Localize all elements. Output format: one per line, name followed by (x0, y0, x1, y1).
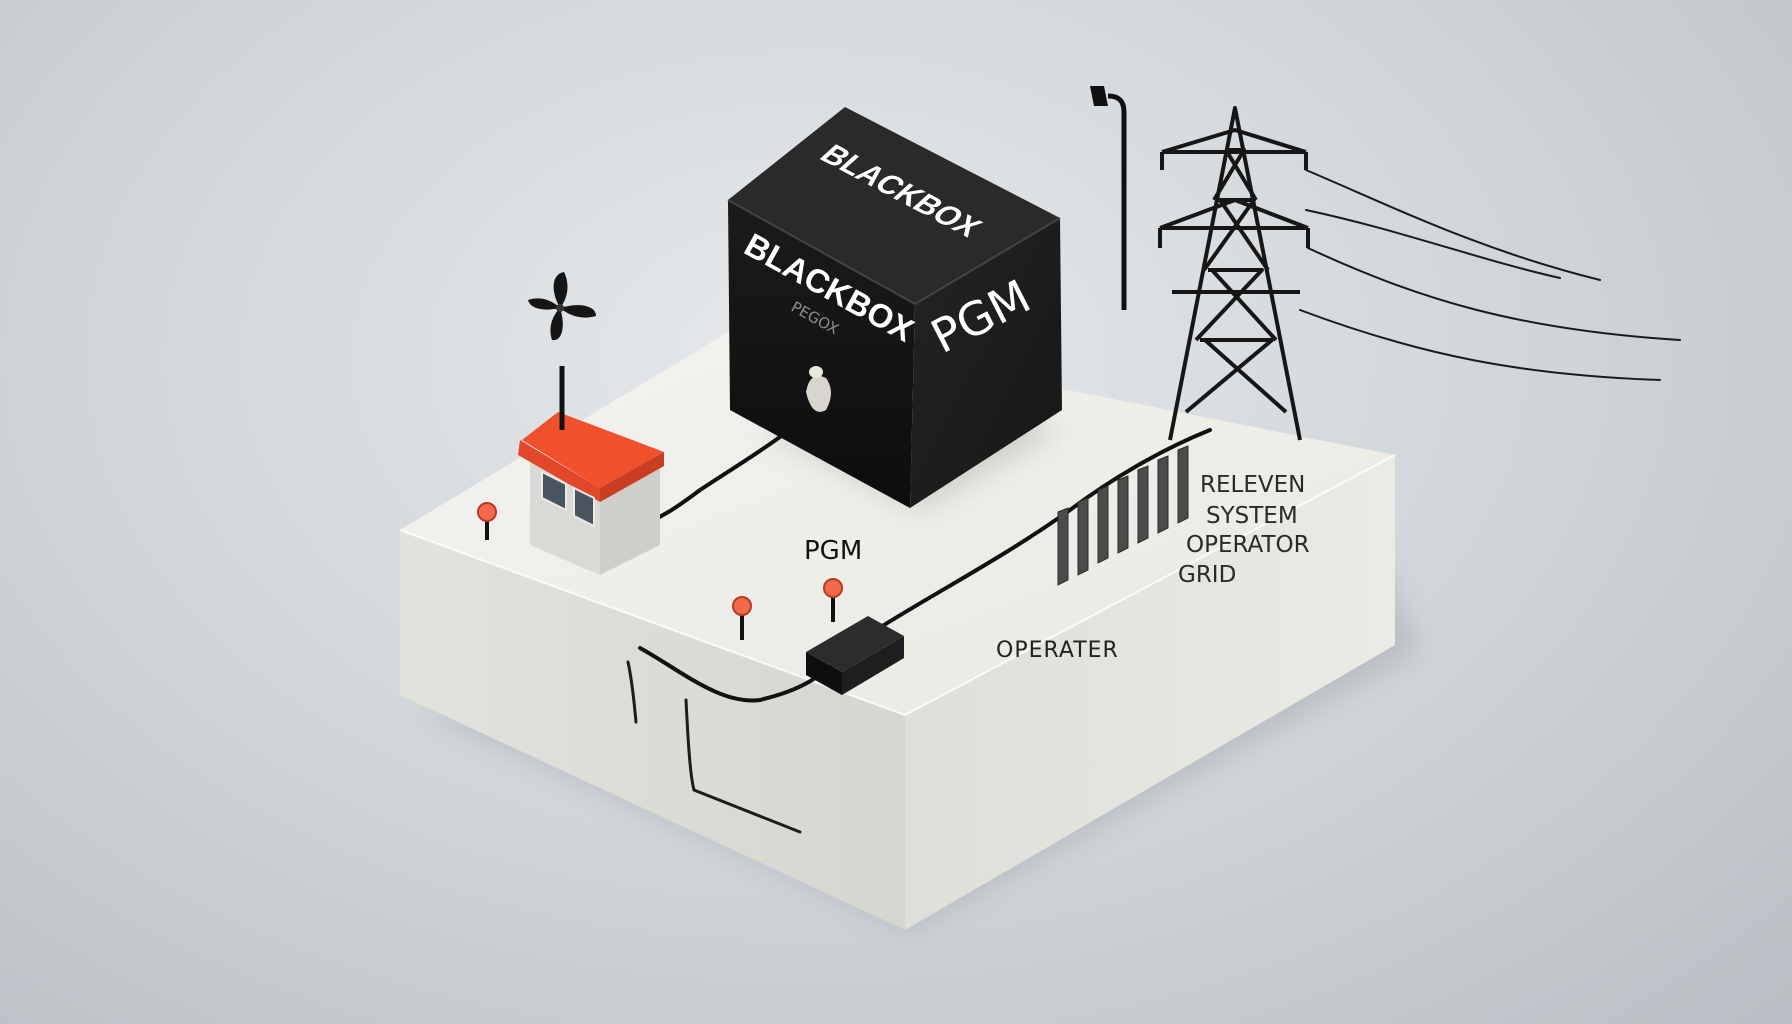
blackbox-side-face (910, 218, 1062, 508)
grid-operator-label: RELEVEN SYSTEM OPERATOR GRID (1178, 472, 1310, 588)
street-lamp-icon (1090, 86, 1127, 310)
location-pin-icon (823, 578, 843, 622)
meter-device-icon (806, 616, 904, 695)
transmission-tower-icon (1158, 106, 1310, 441)
blackbox-front-face (728, 200, 915, 508)
blackbox-cube: BLACKBOX BLACKBOX PEGOX PGM (727, 107, 1062, 508)
platform-right-face (905, 455, 1395, 930)
pgm-label: PGM (804, 536, 862, 566)
fence-posts-icon (1057, 445, 1189, 586)
grid-cable (638, 428, 1212, 703)
grid-label-line-1: RELEVEN (1200, 472, 1305, 498)
platform-top (400, 325, 1395, 715)
grid-label-line-3: OPERATOR (1186, 532, 1310, 558)
location-pin-icon (732, 596, 752, 640)
wind-turbine-icon (528, 272, 596, 430)
blackbox-top-face (728, 107, 1060, 304)
grid-label-line-4: GRID (1178, 562, 1236, 588)
grid-label-line-2: SYSTEM (1206, 503, 1298, 529)
platform (399, 325, 1396, 930)
power-plug-icon (806, 366, 831, 412)
edge-cable (626, 660, 802, 834)
power-lines (1299, 169, 1681, 381)
location-pin-icon (477, 502, 497, 540)
house-icon (518, 412, 664, 575)
platform-left-face (400, 530, 905, 930)
operator-label: OPERATER (996, 638, 1119, 663)
